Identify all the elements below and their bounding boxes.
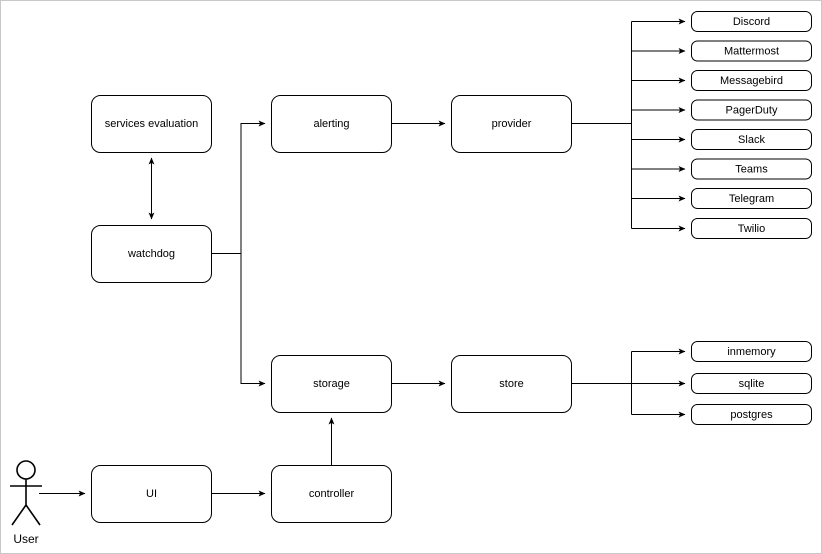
actor-label: User bbox=[13, 532, 38, 546]
provider-list: Discord Mattermost Messagebird PagerDuty… bbox=[691, 11, 812, 239]
provider-item-teams[interactable]: Teams bbox=[691, 158, 812, 180]
node-label: controller bbox=[309, 488, 355, 500]
provider-item-slack[interactable]: Slack bbox=[691, 129, 812, 150]
node-store[interactable]: store bbox=[451, 355, 572, 413]
node-box bbox=[271, 355, 392, 413]
node-box bbox=[91, 465, 212, 523]
node-box bbox=[91, 95, 212, 153]
node-box bbox=[91, 225, 212, 283]
provider-label: Mattermost bbox=[724, 45, 779, 57]
provider-item-telegram[interactable]: Telegram bbox=[691, 188, 812, 209]
provider-label: Telegram bbox=[729, 193, 774, 205]
node-label: watchdog bbox=[127, 248, 175, 260]
store-item-postgres[interactable]: postgres bbox=[691, 404, 812, 425]
store-box bbox=[691, 404, 812, 425]
node-box bbox=[451, 95, 572, 153]
node-ui[interactable]: UI bbox=[91, 465, 212, 523]
store-list: inmemory sqlite postgres bbox=[691, 341, 812, 425]
node-label: store bbox=[499, 378, 523, 390]
provider-label: Teams bbox=[735, 163, 768, 175]
provider-item-pagerduty[interactable]: PagerDuty bbox=[691, 99, 812, 121]
provider-box bbox=[691, 70, 812, 91]
provider-label: Slack bbox=[738, 134, 765, 146]
store-label: sqlite bbox=[739, 378, 765, 390]
provider-item-discord[interactable]: Discord bbox=[691, 11, 812, 32]
provider-box bbox=[691, 129, 812, 150]
node-controller[interactable]: controller bbox=[271, 465, 392, 523]
node-storage[interactable]: storage bbox=[271, 355, 392, 413]
store-box bbox=[691, 341, 812, 362]
node-box bbox=[271, 465, 392, 523]
provider-label: Discord bbox=[733, 16, 770, 28]
store-item-sqlite[interactable]: sqlite bbox=[691, 373, 812, 394]
store-label: inmemory bbox=[727, 346, 776, 358]
node-label: storage bbox=[313, 378, 350, 390]
edge-watchdog-to-alerting bbox=[212, 120, 266, 254]
node-provider[interactable]: provider bbox=[451, 95, 572, 153]
provider-box bbox=[691, 158, 812, 180]
actor-body-icon bbox=[10, 479, 42, 526]
edge-watchdog-to-storage bbox=[212, 253, 266, 387]
provider-label: PagerDuty bbox=[726, 104, 778, 116]
provider-label: Messagebird bbox=[720, 75, 783, 87]
actor-user[interactable]: User bbox=[10, 460, 42, 546]
node-alerting[interactable]: alerting bbox=[271, 95, 392, 153]
provider-box bbox=[691, 188, 812, 209]
node-label: UI bbox=[146, 488, 157, 500]
node-services-evaluation[interactable]: services evaluation bbox=[91, 95, 212, 153]
store-box bbox=[691, 373, 812, 394]
provider-box bbox=[691, 11, 812, 32]
provider-box bbox=[691, 99, 812, 121]
node-label: alerting bbox=[313, 118, 349, 130]
node-label: provider bbox=[492, 118, 532, 130]
node-box bbox=[271, 95, 392, 153]
store-item-inmemory[interactable]: inmemory bbox=[691, 341, 812, 362]
provider-label: Twilio bbox=[738, 223, 766, 235]
provider-box bbox=[691, 40, 812, 62]
node-box bbox=[451, 355, 572, 413]
edge-layer bbox=[39, 18, 686, 497]
provider-item-messagebird[interactable]: Messagebird bbox=[691, 70, 812, 91]
store-label: postgres bbox=[730, 409, 773, 421]
stick-figure-actor-icon bbox=[16, 460, 36, 480]
provider-box bbox=[691, 218, 812, 239]
provider-item-twilio[interactable]: Twilio bbox=[691, 218, 812, 239]
node-watchdog[interactable]: watchdog bbox=[91, 225, 212, 283]
provider-item-mattermost[interactable]: Mattermost bbox=[691, 40, 812, 62]
node-label: services evaluation bbox=[105, 118, 199, 130]
